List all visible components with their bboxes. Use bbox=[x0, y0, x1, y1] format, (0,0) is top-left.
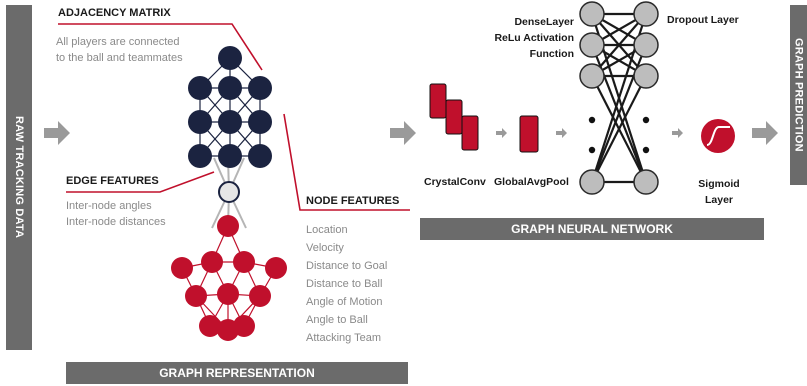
graph-prediction-bar: GRAPH PREDICTION bbox=[790, 5, 807, 185]
node-callout-line bbox=[283, 113, 410, 211]
dense-label-line-2: ReLu Activation bbox=[494, 32, 574, 44]
node-feature-item: Distance to Goal bbox=[306, 260, 388, 272]
dense-layer-nodes bbox=[579, 1, 605, 195]
dark-team-node bbox=[218, 46, 242, 70]
node-feature-item: Angle to Ball bbox=[306, 314, 368, 326]
graph-neural-network-bar: GRAPH NEURAL NETWORK bbox=[420, 218, 764, 240]
node-feature-item: Distance to Ball bbox=[306, 278, 383, 290]
red-team-node bbox=[249, 285, 271, 307]
edge-desc-line-2: Inter-node distances bbox=[66, 216, 166, 228]
arrow-input bbox=[44, 121, 70, 145]
dark-team-edges bbox=[199, 57, 261, 157]
sigmoid-layer-label: Sigmoid Layer bbox=[694, 176, 744, 208]
node-features-list: Location Velocity Distance to Goal Dista… bbox=[306, 221, 387, 347]
red-team-node bbox=[185, 285, 207, 307]
dark-team-node bbox=[218, 110, 242, 134]
sigmoid-label-line-1: Sigmoid bbox=[698, 178, 740, 190]
edge-features-title: EDGE FEATURES bbox=[66, 175, 159, 187]
dark-team-node bbox=[188, 144, 212, 168]
arrow-to-gnn bbox=[390, 121, 416, 145]
graph-representation-label: GRAPH REPRESENTATION bbox=[159, 366, 315, 380]
arrow-to-prediction bbox=[752, 121, 778, 145]
arrow-small-2 bbox=[556, 128, 567, 138]
red-team-nodes bbox=[171, 215, 287, 341]
arrow-small-1 bbox=[496, 128, 507, 138]
red-team-node bbox=[217, 215, 239, 237]
dense-layer-label: DenseLayer ReLu Activation Function bbox=[474, 14, 574, 62]
edge-callout-line bbox=[66, 171, 215, 193]
dark-team-node bbox=[188, 76, 212, 100]
adjacency-callout-line bbox=[58, 23, 263, 71]
dark-team-node bbox=[188, 110, 212, 134]
ball-node bbox=[218, 181, 240, 203]
red-team-node bbox=[171, 257, 193, 279]
raw-tracking-data-bar: RAW TRACKING DATA bbox=[6, 5, 32, 350]
red-team-node bbox=[217, 319, 239, 341]
node-feature-item: Location bbox=[306, 224, 348, 236]
dark-team-nodes bbox=[188, 46, 272, 168]
ellipsis-dots bbox=[588, 116, 650, 154]
graph-representation-bar: GRAPH REPRESENTATION bbox=[66, 362, 408, 384]
dark-team-node bbox=[248, 144, 272, 168]
node-feature-item: Velocity bbox=[306, 242, 344, 254]
adjacency-desc-line-2: to the ball and teammates bbox=[56, 52, 183, 64]
adjacency-desc-line-1: All players are connected bbox=[56, 36, 180, 48]
dense-label-line-3: Function bbox=[529, 48, 574, 60]
red-team-node bbox=[265, 257, 287, 279]
dark-team-node bbox=[218, 144, 242, 168]
arrow-small-3 bbox=[672, 128, 683, 138]
red-team-edges bbox=[181, 225, 277, 331]
global-avg-pool-label: GlobalAvgPool bbox=[494, 176, 569, 188]
node-feature-item: Attacking Team bbox=[306, 332, 382, 344]
sigmoid-icon bbox=[701, 119, 735, 153]
edge-desc-line-1: Inter-node angles bbox=[66, 200, 152, 212]
dropout-layer-label: Dropout Layer bbox=[667, 14, 739, 26]
crystal-conv-blocks bbox=[429, 83, 479, 151]
graph-neural-network-label: GRAPH NEURAL NETWORK bbox=[511, 222, 673, 236]
graph-prediction-label: GRAPH PREDICTION bbox=[792, 38, 805, 152]
dark-team-node bbox=[218, 76, 242, 100]
dark-team-node bbox=[248, 76, 272, 100]
crystal-conv-label: CrystalConv bbox=[424, 176, 486, 188]
red-team-node bbox=[199, 315, 221, 337]
global-avg-pool-block bbox=[519, 115, 539, 153]
node-features-title: NODE FEATURES bbox=[306, 195, 400, 207]
dark-team-node bbox=[248, 110, 272, 134]
adjacency-matrix-title: ADJACENCY MATRIX bbox=[58, 7, 171, 19]
raw-tracking-data-label: RAW TRACKING DATA bbox=[13, 116, 25, 239]
dropout-layer-nodes bbox=[633, 1, 659, 195]
dense-label-line-1: DenseLayer bbox=[514, 16, 574, 28]
sigmoid-label-line-2: Layer bbox=[704, 194, 734, 206]
flow-arrows bbox=[44, 121, 778, 145]
node-feature-item: Angle of Motion bbox=[306, 296, 383, 308]
red-team-node bbox=[201, 251, 223, 273]
red-team-node bbox=[233, 251, 255, 273]
callout-lines bbox=[58, 23, 410, 211]
red-team-node bbox=[217, 283, 239, 305]
